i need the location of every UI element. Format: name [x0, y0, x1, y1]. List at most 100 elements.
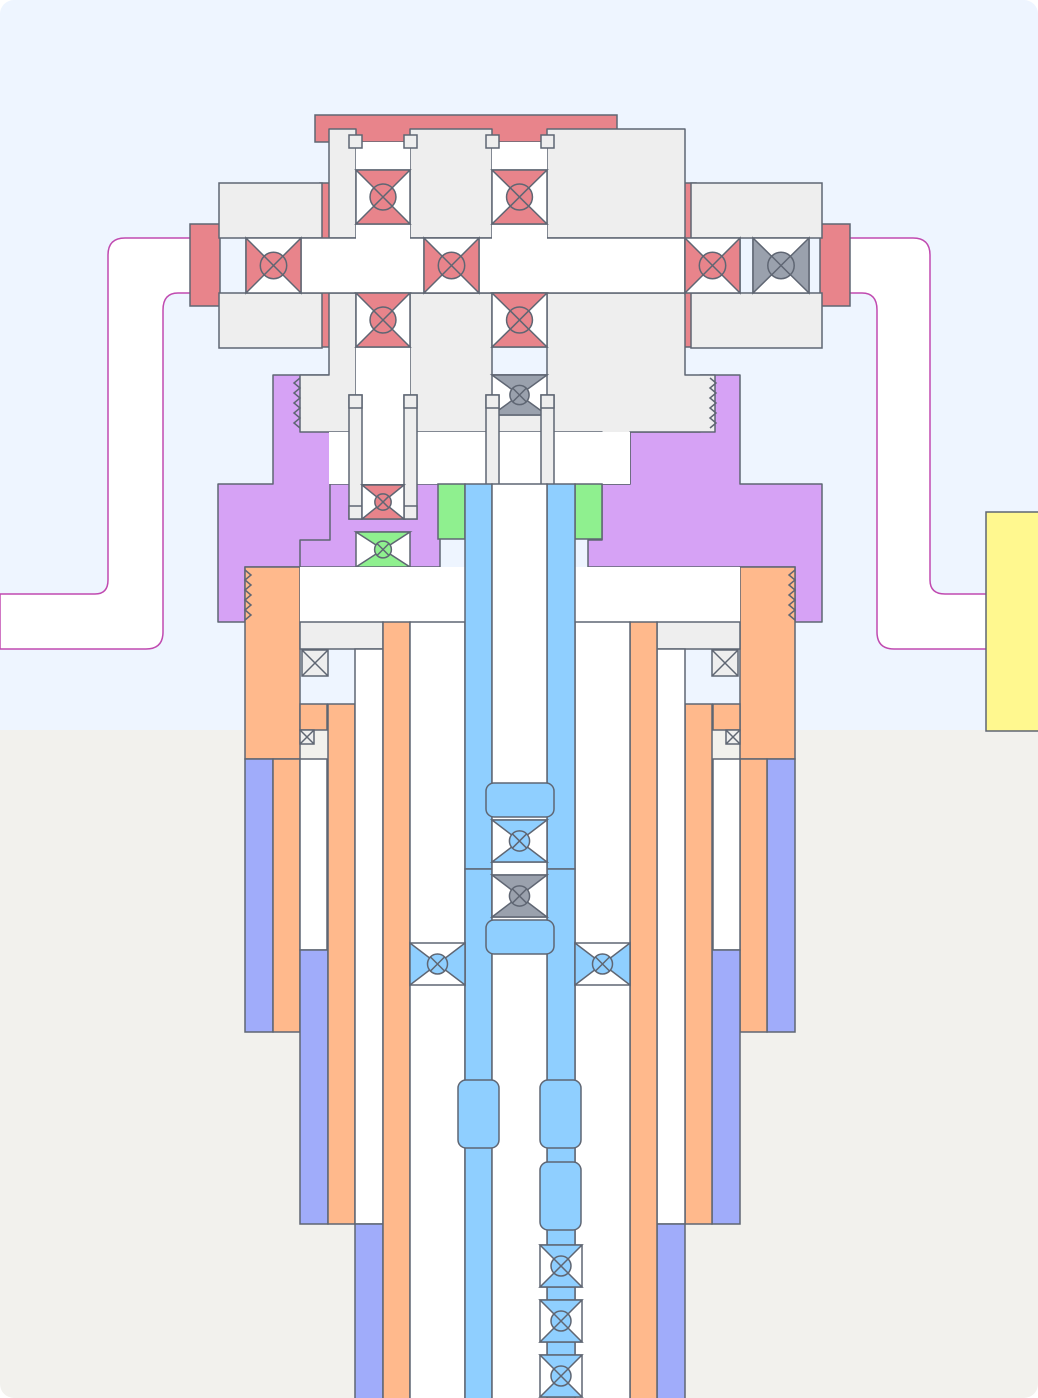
intermediate-annulus-right — [656, 648, 686, 1225]
seal-check-left — [299, 729, 315, 745]
valve-cross — [512, 387, 527, 403]
hanger-nipple-0 — [348, 394, 363, 520]
bolt-cap-0 — [348, 134, 363, 149]
surface-annulus-right — [712, 758, 741, 951]
hanger-nipple-foot-0 — [348, 505, 363, 520]
valve-cross — [511, 888, 528, 904]
tubing-valve-gray — [489, 874, 550, 918]
valve-cross — [771, 255, 791, 276]
intermediate-annulus-left — [354, 648, 384, 1225]
intermediate-casing-left — [327, 703, 356, 1225]
thread-right-lower — [787, 569, 797, 621]
blast-joint-right — [539, 1079, 582, 1149]
surface-casing-right — [739, 758, 768, 1033]
wing-valve-right-inner — [684, 236, 741, 295]
hanger-ledge-right — [656, 621, 741, 650]
hanger-nipple-foot-1 — [403, 505, 418, 520]
surface-casing-left — [272, 758, 301, 1033]
seal-check-right — [725, 729, 741, 745]
valve-cross — [594, 956, 611, 972]
surface-annulus-left — [299, 758, 328, 951]
hanger-nipple-1 — [403, 394, 418, 520]
hanger-nipple-cap-3 — [540, 394, 555, 409]
swab-valve-gray — [489, 374, 550, 416]
bolt-cap-1 — [403, 134, 418, 149]
production-annulus-right — [574, 621, 631, 1398]
right-wing-flange — [819, 223, 851, 307]
seal-ring-left — [299, 703, 328, 731]
cement-production-right — [656, 1223, 686, 1398]
storage-tank — [985, 511, 1038, 732]
left-wing-flange — [189, 223, 221, 307]
valve-cross — [509, 310, 530, 330]
casing-head-right — [739, 566, 796, 760]
box-cross — [299, 729, 315, 745]
hanger-nipple-cap-2 — [485, 394, 500, 409]
valve-cross — [553, 1368, 569, 1384]
hanger-nipple-cap-0 — [348, 394, 363, 409]
cement-production-left — [354, 1223, 384, 1398]
valve-cross — [373, 310, 393, 330]
valve-cross — [373, 187, 393, 207]
valve-cross — [511, 833, 528, 849]
thread-right-upper — [708, 377, 718, 429]
valve-cross — [376, 543, 390, 556]
tree-right-block — [546, 128, 686, 239]
right-wing-body-top — [690, 182, 823, 239]
valve-cross — [702, 255, 723, 276]
annulus-left-top — [300, 567, 465, 622]
valve-cross — [509, 187, 530, 207]
seal-right-green — [574, 483, 603, 540]
seal-ring-right — [712, 703, 741, 731]
crossover-valve — [423, 236, 480, 295]
annulus-valve-left — [409, 941, 466, 987]
annulus-check-right — [711, 649, 739, 677]
bolt-cap-3 — [540, 134, 555, 149]
casing-head-left — [244, 566, 301, 760]
sliding-sleeve — [539, 1161, 582, 1231]
production-casing-right — [629, 621, 658, 1398]
tubing-valve-blue — [489, 819, 550, 863]
seal-left-green — [437, 483, 466, 540]
downhole-valve-3 — [538, 1354, 584, 1398]
box-cross — [711, 649, 739, 677]
downhole-valve-2 — [538, 1299, 584, 1343]
valve-cross — [429, 956, 446, 972]
valve-cross — [441, 255, 462, 276]
production-annulus-left — [409, 621, 466, 1398]
downhole-valve-1 — [538, 1244, 584, 1288]
right-wing-body-bottom — [690, 292, 823, 349]
thread-left-upper — [292, 377, 302, 429]
packer-lower — [485, 919, 555, 955]
intermediate-casing-right — [684, 703, 713, 1225]
master-valve-lower-right — [490, 292, 549, 348]
hanger-nipple-cap-1 — [403, 394, 418, 409]
valve-cross — [376, 495, 390, 509]
valve-cross — [553, 1258, 569, 1274]
valve-cross — [553, 1313, 569, 1329]
thread-left-lower — [243, 569, 253, 621]
hanger-bore — [329, 432, 630, 484]
packer-upper — [485, 782, 555, 818]
annulus-right-top — [575, 567, 740, 622]
hanger-ledge-left — [299, 621, 384, 650]
annulus-valve-right — [574, 941, 631, 987]
cement-surface-left — [244, 758, 274, 1033]
master-valve-lower-left — [354, 292, 412, 348]
tree-center-block — [409, 128, 493, 239]
left-wing-body-bottom — [218, 292, 323, 349]
wing-valve-left — [245, 236, 302, 295]
blast-joint-left — [457, 1079, 500, 1149]
master-valve-upper-left — [354, 169, 412, 225]
box-cross — [725, 729, 741, 745]
left-wing-body-top — [218, 182, 323, 239]
production-casing-left — [382, 621, 411, 1398]
box-cross — [301, 649, 329, 677]
master-valve-upper-right — [490, 169, 549, 225]
cement-intermediate-left — [299, 949, 329, 1225]
wing-valve-right-outer — [752, 236, 810, 295]
hanger-valve-red — [359, 484, 407, 520]
hanger-valve-green — [353, 531, 413, 568]
